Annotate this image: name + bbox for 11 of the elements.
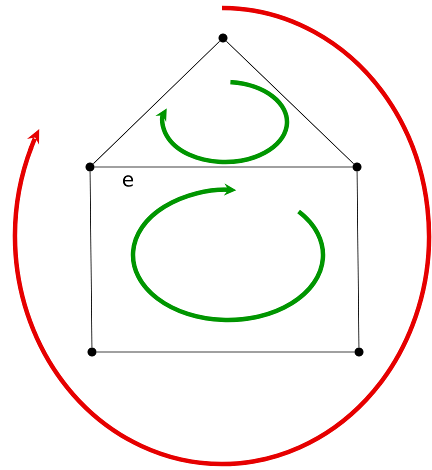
vertex-dot — [354, 348, 364, 356]
graph-edge — [92, 40, 220, 164]
graph-edge — [94, 166, 353, 168]
edge-label: e — [122, 175, 134, 187]
graph-edge — [356, 171, 360, 348]
graph-edge — [90, 171, 92, 348]
vertex-dot — [86, 162, 94, 172]
vertex-dot — [218, 34, 228, 42]
vertex-dot — [352, 162, 362, 172]
graph-edge — [226, 40, 354, 164]
vertex-dot — [88, 348, 96, 356]
